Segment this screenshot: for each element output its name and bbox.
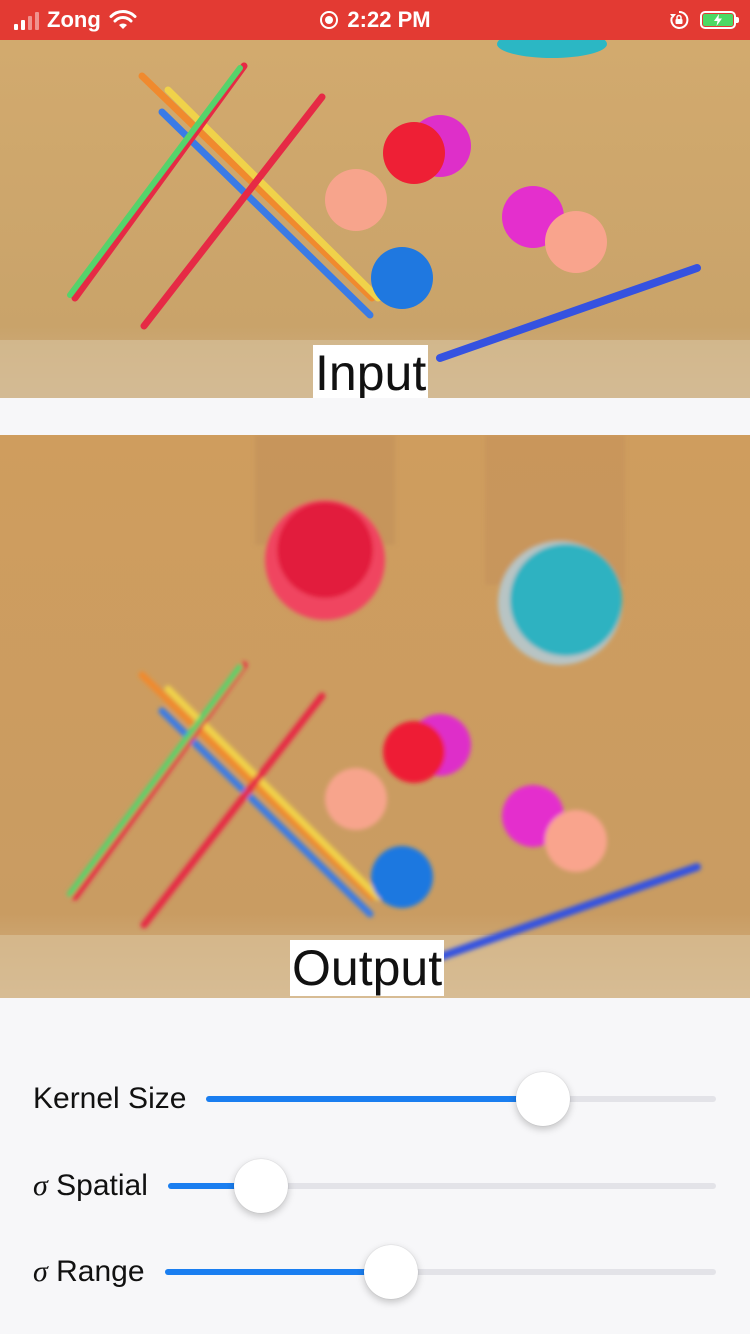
- rotation-lock-icon: [670, 10, 689, 29]
- status-center: 2:22 PM: [0, 0, 750, 40]
- kernel-size-row: Kernel Size: [33, 1069, 716, 1129]
- location-icon: [320, 11, 339, 29]
- sigma-spatial-row: σ Spatial: [33, 1156, 716, 1216]
- input-label: Input: [313, 345, 429, 398]
- sigma-spatial-slider-thumb[interactable]: [234, 1159, 289, 1213]
- kernel-size-slider-thumb[interactable]: [515, 1072, 570, 1126]
- sigma-range-label: σ Range: [33, 1255, 145, 1288]
- output-label: Output: [290, 940, 445, 996]
- status-left: Zong: [14, 0, 137, 40]
- sigma-spatial-slider-fill: [167, 1183, 262, 1189]
- sigma-spatial-slider[interactable]: [167, 1159, 716, 1213]
- sigma-range-slider-fill: [164, 1269, 391, 1275]
- sigma-spatial-label: σ Spatial: [33, 1169, 148, 1202]
- sigma-range-slider-thumb[interactable]: [363, 1245, 418, 1299]
- signal-icon: [14, 10, 39, 30]
- output-image-panel: Output: [0, 435, 750, 998]
- kernel-size-slider[interactable]: [206, 1072, 716, 1126]
- wifi-icon: [109, 10, 137, 29]
- sigma-range-slider[interactable]: [164, 1245, 716, 1299]
- carrier-name: Zong: [47, 7, 101, 32]
- kernel-size-label: Kernel Size: [33, 1082, 187, 1115]
- controls-panel: Kernel Size σ Spatial σ Range: [0, 998, 750, 1334]
- input-image-panel: Input: [0, 40, 750, 398]
- battery-charging-icon: [700, 11, 739, 29]
- sigma-symbol: σ: [33, 1255, 48, 1288]
- sigma-range-row: σ Range: [33, 1242, 716, 1302]
- status-bar: Zong 2:22 PM: [0, 0, 750, 40]
- sigma-symbol: σ: [33, 1169, 48, 1202]
- output-image: [0, 435, 750, 998]
- kernel-size-slider-fill: [206, 1096, 543, 1102]
- status-time: 2:22 PM: [347, 7, 431, 32]
- status-right: [668, 0, 739, 40]
